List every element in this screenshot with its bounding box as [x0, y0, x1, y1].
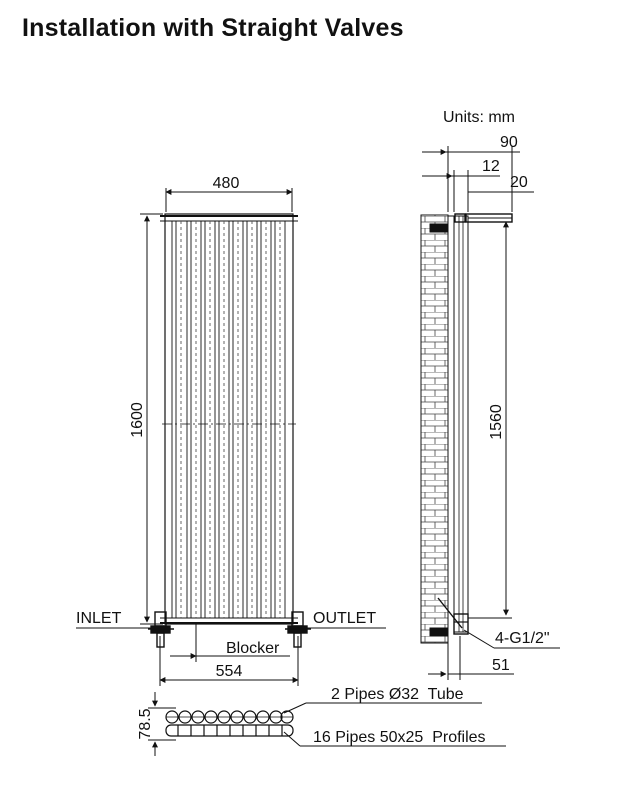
dim-height-centers: 1560	[488, 404, 505, 440]
front-view	[76, 188, 386, 686]
brick-wall	[420, 214, 449, 644]
profiles-label: 16 Pipes 50x25 Profiles	[313, 729, 486, 746]
inlet-label: INLET	[76, 610, 122, 627]
dim-depth-top: 20	[510, 174, 528, 191]
dim-height: 1600	[129, 402, 146, 438]
dim-width-bottom: 554	[216, 663, 243, 680]
blocker-label: Blocker	[226, 640, 280, 657]
dim-bottom-offset: 51	[492, 657, 510, 674]
inlet-valve	[148, 611, 174, 648]
dim-depth-total: 90	[500, 134, 518, 151]
tubes-label: 2 Pipes Ø32 Tube	[331, 686, 464, 703]
page-title: Installation with Straight Valves	[22, 14, 404, 42]
dim-depth-gap: 12	[482, 158, 500, 175]
dim-section-depth: 78.5	[137, 708, 154, 739]
front-profiles	[171, 221, 286, 618]
outlet-label: OUTLET	[313, 610, 376, 627]
section-profiles	[165, 724, 294, 737]
dim-width-top: 480	[213, 175, 240, 192]
section-tubes	[165, 710, 294, 724]
section-view	[148, 692, 506, 756]
units-label: Units: mm	[443, 109, 515, 126]
thread-label: 4-G1/2"	[495, 630, 550, 647]
side-view	[420, 146, 560, 680]
